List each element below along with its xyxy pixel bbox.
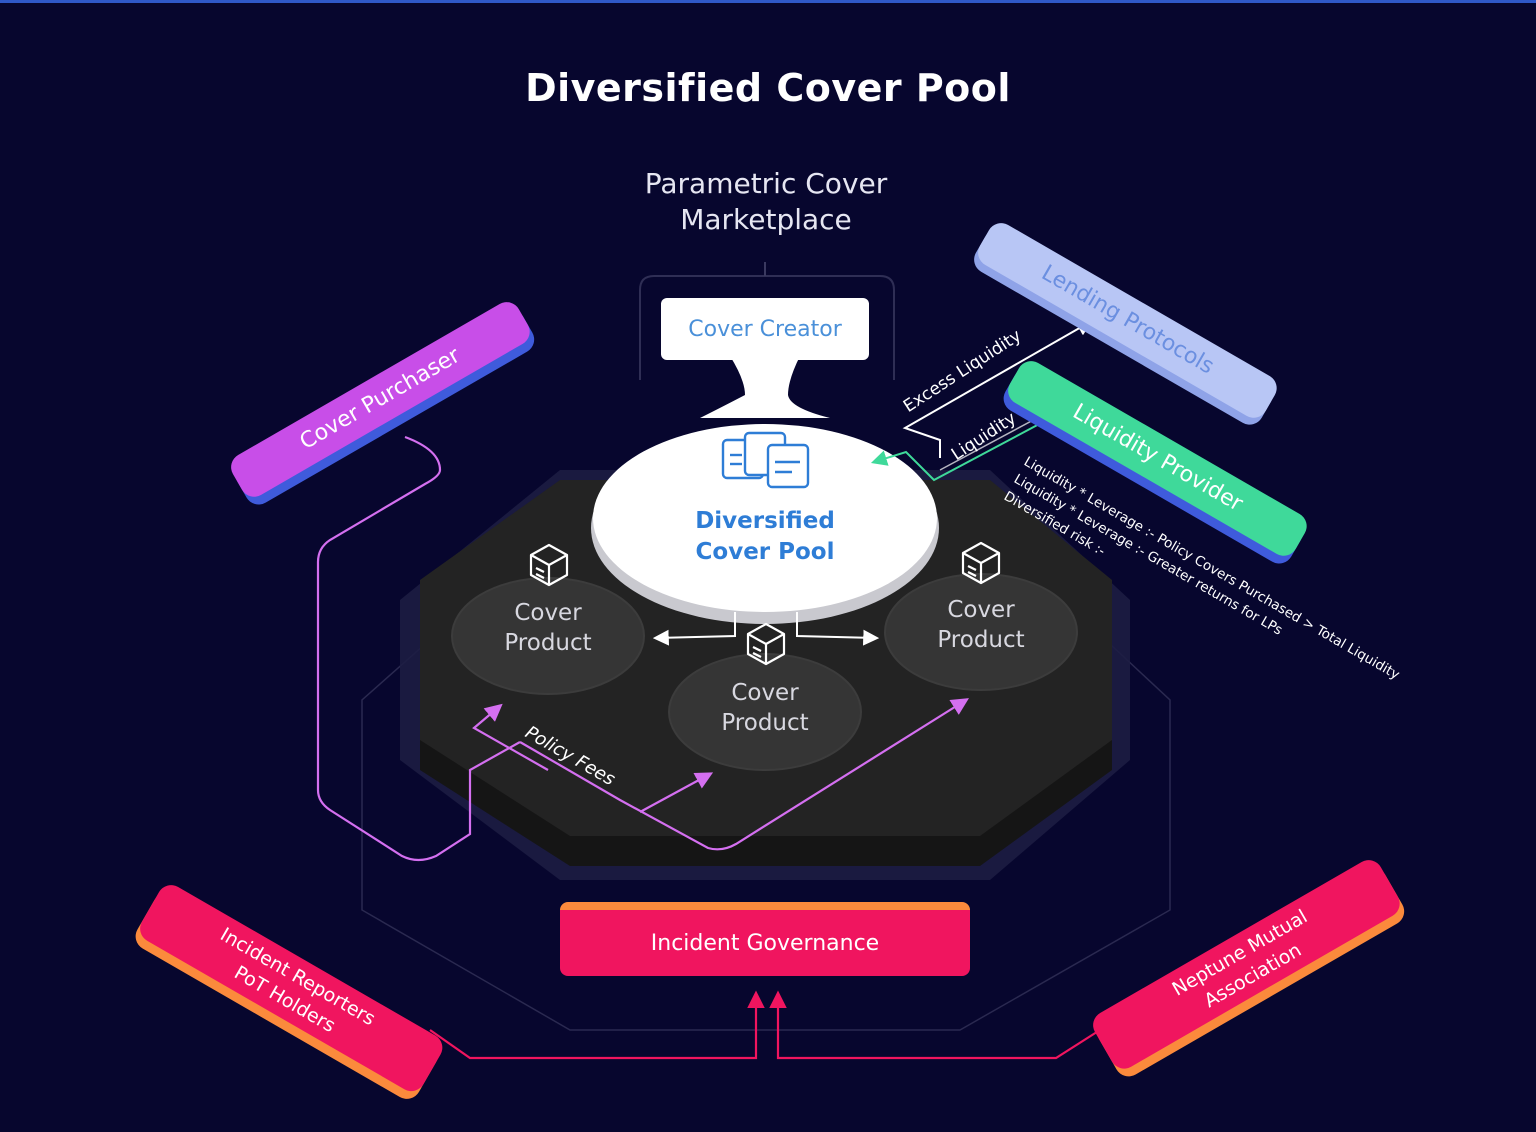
page-title: Diversified Cover Pool xyxy=(525,66,1011,110)
product-label-right: Cover Product xyxy=(881,595,1081,655)
association-to-governance-line xyxy=(769,990,1101,1060)
pool-label-line2: Cover Pool xyxy=(695,539,835,565)
pool-ellipse xyxy=(593,424,937,612)
liquidity-line xyxy=(870,413,1059,482)
arrow-pool-to-right-product xyxy=(796,612,880,646)
liquidity-line-white xyxy=(939,409,1053,471)
product-middle-line2: Product xyxy=(721,710,809,736)
product-middle-line1: Cover xyxy=(731,680,799,706)
cube-icon-right xyxy=(961,541,1001,585)
product-left-line1: Cover xyxy=(514,600,582,626)
marketplace-frame xyxy=(639,275,895,380)
policy-fee-path xyxy=(519,698,969,851)
product-right-line1: Cover xyxy=(947,597,1015,623)
product-left-line2: Product xyxy=(504,630,592,656)
purchaser-fee-line xyxy=(316,435,521,862)
product-label-left: Cover Product xyxy=(448,598,648,658)
pool-cards-icon xyxy=(721,431,810,489)
marketplace-label-line2: Marketplace xyxy=(680,203,852,236)
marketplace-label-line1: Parametric Cover xyxy=(644,167,888,200)
incident-governance-box: Incident Governance xyxy=(560,902,970,976)
excess-liquidity-line xyxy=(902,320,1093,458)
pool-label: Diversified Cover Pool xyxy=(615,506,915,568)
top-accent-bar xyxy=(0,0,1536,3)
arrow-pool-to-left-product xyxy=(652,612,736,646)
product-label-middle: Cover Product xyxy=(665,678,865,738)
creator-stem xyxy=(700,356,830,418)
cube-icon-left xyxy=(529,543,569,587)
product-right-line2: Product xyxy=(937,627,1025,653)
pool-label-line1: Diversified xyxy=(695,508,835,534)
policy-fee-to-middle-product xyxy=(639,772,714,813)
marketplace-label: Parametric Cover Marketplace xyxy=(566,166,966,238)
cube-icon-middle xyxy=(746,622,786,666)
policy-fee-to-left-product xyxy=(472,703,549,771)
cover-creator-box: Cover Creator xyxy=(661,298,869,360)
reporters-to-governance-line xyxy=(429,990,765,1060)
